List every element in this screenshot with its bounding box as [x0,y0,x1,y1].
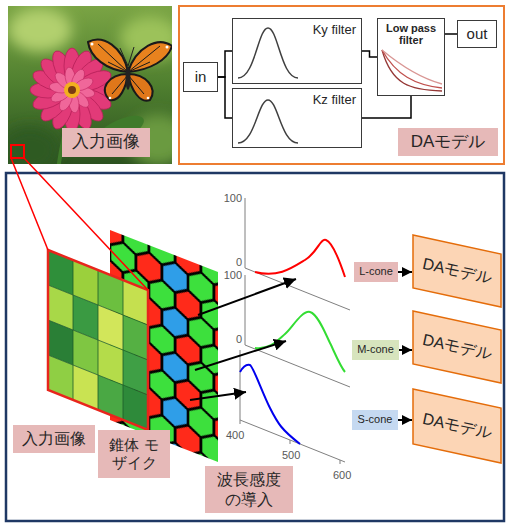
node-text: out [467,25,488,43]
m-cone-curve [255,312,345,372]
node-text: 波長感度 の導入 [210,470,288,508]
node-text: Kz filter [313,92,356,108]
butterfly [88,40,172,101]
ky-curve [238,28,298,78]
connector [399,349,412,351]
image-label: 入力画像 [62,128,150,157]
node-text: S-cone [358,413,393,426]
axis-number: 600 [333,470,351,481]
axis-number: 0 [236,257,242,268]
filter-box: Ky filter [232,18,362,84]
axis-number: 400 [226,430,244,441]
cone-mosaic [110,230,218,462]
node-text: in [195,68,207,86]
output-box: out [457,20,497,48]
cone-label: M-cone [352,340,399,360]
l-cone-curve [255,240,345,277]
node-text: M-cone [357,343,394,356]
photo-blur [8,126,60,164]
parallelogram-outline [413,311,501,383]
zoom-line [11,158,48,250]
input-box: in [183,62,218,92]
zoom-line [24,158,148,290]
zoom-square [11,145,24,158]
connector [218,51,232,77]
model-panel: DAモデル in Ky filter Kz filter Low pass filter… [178,5,505,165]
axis-number: 100 [224,193,242,204]
axis-number: 0 [236,334,242,345]
node-text: L-cone [359,265,393,278]
photo-blur [8,8,72,52]
filter-box: Kz filter [232,88,362,148]
connector [445,33,457,35]
lowpass-curve [382,50,442,84]
connector [362,96,411,118]
parallelogram-outline [413,235,501,307]
node-text: 入力画像 [22,429,86,448]
node-text: 錐体 モザイク [103,436,165,472]
model-box: DAモデル [412,310,502,384]
mosaic-label: 錐体 モザイク [98,430,170,478]
sensitivity-label: 波長感度 の導入 [205,466,293,513]
node-text: Low pass filter [381,22,441,46]
node-text: Ky filter [313,22,356,38]
image-label: 入力画像 [13,425,95,453]
connector [398,271,412,273]
s-cone-curve [240,365,300,444]
pointer-arrow [190,392,246,400]
chart-axes [240,198,350,464]
model-box: DAモデル [412,388,502,464]
cone-label: L-cone [354,262,398,282]
cone-label: S-cone [352,410,398,430]
kz-curve [238,100,298,143]
photo-illustration [8,6,172,164]
connector [218,77,232,118]
frame [6,173,504,521]
lowpass-curve [382,50,442,91]
node-text: 入力画像 [72,132,140,152]
axis-number: 100 [224,270,242,281]
model-box: DAモデル [412,234,502,308]
panel-title: DAモデル [398,128,498,156]
axis-number: 500 [282,450,300,461]
connector [398,419,412,421]
pointer-arrow [195,341,286,370]
lowpass-curve [382,50,442,88]
parallelogram-outline [413,389,501,463]
pointer-arrow [198,279,296,315]
connector [362,51,377,57]
lowpass-box: Low pass filter [377,18,445,96]
pixel-grid [48,250,148,430]
